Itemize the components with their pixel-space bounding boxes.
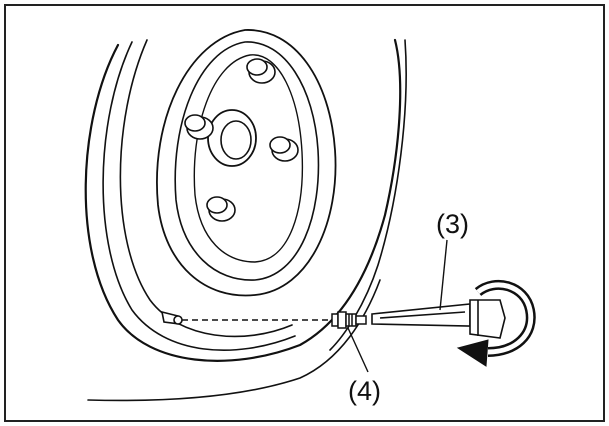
lug-nut-right (269, 136, 299, 162)
lug-nut-bottom (206, 196, 236, 222)
figure-frame (4, 4, 605, 422)
lug-nut-left (184, 114, 214, 140)
lug-nut-icon (184, 58, 299, 222)
valve-stem-icon (160, 310, 183, 325)
leader-line-4 (347, 327, 369, 373)
hub-outer (207, 109, 257, 167)
wheel-icon (84, 29, 407, 402)
tire-right-edge (329, 39, 407, 351)
leader-line-3 (439, 239, 448, 311)
tire-ground-line (87, 279, 381, 402)
rim-outer (156, 29, 337, 297)
callout-label-4: (4) (348, 376, 381, 406)
callout-label-3: (3) (436, 209, 469, 239)
hub-inner (220, 120, 252, 160)
rim-inner (174, 41, 320, 281)
valve-core-tool-icon (371, 299, 506, 339)
tire-tread-line (102, 41, 296, 351)
rotation-arrow-icon (456, 279, 536, 367)
lug-nut-top (246, 58, 276, 84)
valve-core-icon (331, 311, 367, 329)
tire-sidewall-line (119, 39, 293, 338)
tire-outer (84, 38, 402, 362)
